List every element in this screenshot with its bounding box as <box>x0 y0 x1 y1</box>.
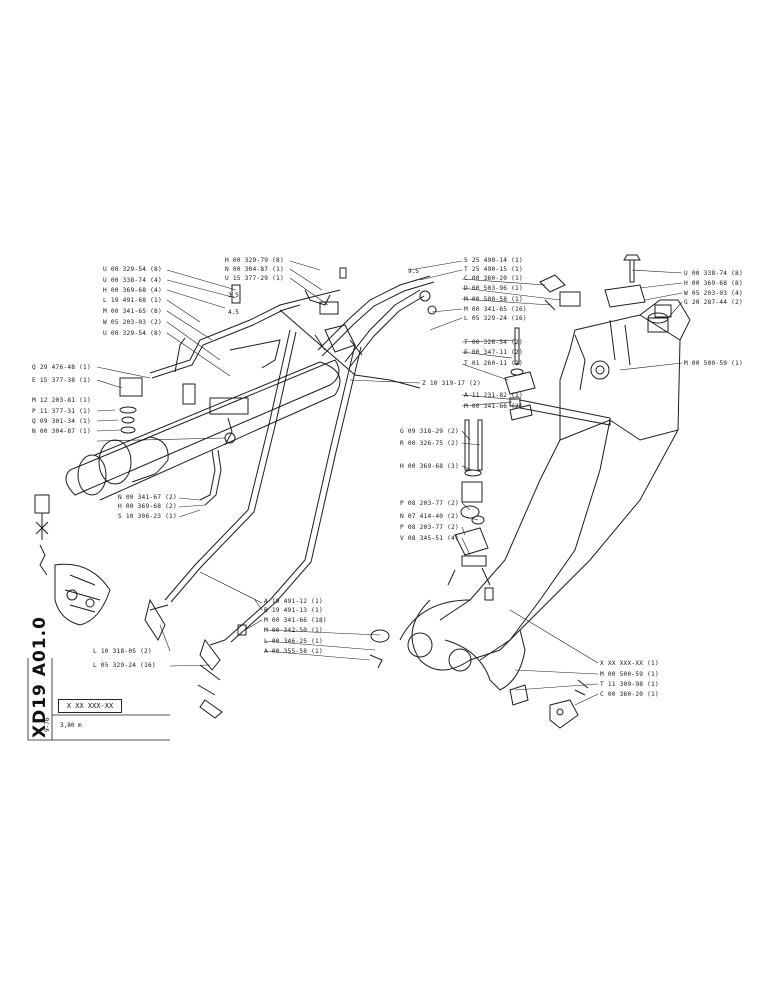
part-label: L 05 329-24 (16) <box>464 315 527 322</box>
part-label: V 08 345-51 (4) <box>400 535 459 542</box>
part-label: L 05 329-24 (16) <box>93 662 156 669</box>
pin-and-bushing-stack <box>369 254 669 729</box>
part-label: S 25 490-14 (1) <box>464 257 523 264</box>
part-label: X XX XXX-XX (1) <box>600 660 659 667</box>
leader-lines <box>96 260 683 706</box>
part-label: M 00 500-59 (1) <box>684 360 743 367</box>
part-label: E 00 347-11 (2) <box>464 349 523 356</box>
part-label: T 00 326-54 (2) <box>464 339 523 346</box>
title-frame <box>27 658 170 741</box>
part-label: M 00 341-65 (8) <box>103 308 162 315</box>
part-label: H 00 329-79 (8) <box>225 257 284 264</box>
part-label: A 19 491-12 (1) <box>264 598 323 605</box>
part-label: C 00 360-20 (1) <box>464 275 523 282</box>
part-label: R 00 326-75 (2) <box>400 440 459 447</box>
sheet-caption: 3,80 m <box>60 722 82 729</box>
part-number-box: X XX XXX-XX <box>58 699 122 713</box>
part-label: N 07 414-40 (2) <box>400 513 459 520</box>
part-label: U 00 338-74 (4) <box>103 277 162 284</box>
part-label: U 00 338-74 (8) <box>684 270 743 277</box>
detail-mark: 3.5 <box>228 292 239 299</box>
pump-assembly <box>34 494 111 626</box>
part-label: T 01 260-11 (2) <box>464 360 523 367</box>
dipper-arm <box>399 299 691 691</box>
part-label: Z 10 319-17 (2) <box>422 380 481 387</box>
part-label: N 00 304-87 (1) <box>225 266 284 273</box>
part-label: G 09 318-29 (2) <box>400 428 459 435</box>
clamp-fittings <box>119 267 437 446</box>
part-label: T 25 490-15 (1) <box>464 266 523 273</box>
part-label: A 11 231-82 (1) <box>464 392 523 399</box>
part-label: M 00 500-58 (1) <box>464 296 523 303</box>
part-label: P 11 377-31 (1) <box>32 408 91 415</box>
part-label: E 15 377-38 (1) <box>32 377 91 384</box>
part-label: N 00 304-87 (1) <box>32 428 91 435</box>
part-label: U 15 377-29 (1) <box>225 275 284 282</box>
part-label: Q 09 301-34 (1) <box>32 418 91 425</box>
part-label: W 05 203-03 (2) <box>103 319 162 326</box>
hose-lines <box>149 275 435 389</box>
part-label: M 00 500-59 (1) <box>600 671 659 678</box>
part-label: C 00 360-20 (1) <box>600 691 659 698</box>
part-label: P 08 203-77 (2) <box>400 524 459 531</box>
part-label: H 00 369-68 (4) <box>103 287 162 294</box>
detail-mark: 9.5 <box>408 268 419 275</box>
part-label: H 00 369-68 (2) <box>118 503 177 510</box>
part-label: P 08 203-77 (2) <box>400 500 459 507</box>
part-label: D 00 503-96 (1) <box>464 285 523 292</box>
part-label: N 00 341-67 (2) <box>118 494 177 501</box>
part-label: S 10 306-23 (1) <box>118 513 177 520</box>
part-label: H 00 369-68 (3) <box>400 463 459 470</box>
part-label: M 00 341-65 (16) <box>464 306 527 313</box>
part-label: M 00 341-66 (18) <box>264 617 327 624</box>
part-label: L 10 318-05 (2) <box>93 648 152 655</box>
part-label: M 00 341-66 (2) <box>464 403 523 410</box>
sheet-date: 9-76 <box>44 717 51 732</box>
part-label: A 00 355-58 (1) <box>264 648 323 655</box>
part-label: T 11 309-98 (1) <box>600 681 659 688</box>
part-label: G 20 287-44 (2) <box>684 299 743 306</box>
part-label: L 00 346-25 (1) <box>264 638 323 645</box>
part-label: B 19 491-13 (1) <box>264 607 323 614</box>
part-label: U 00 329-54 (8) <box>103 266 162 273</box>
part-label: U 00 329-54 (8) <box>103 330 162 337</box>
part-label: W 05 203-03 (4) <box>684 290 743 297</box>
part-label: M 12 203-81 (1) <box>32 397 91 404</box>
part-label: M 00 342-50 (1) <box>264 627 323 634</box>
detail-mark: 4.5 <box>228 309 239 316</box>
part-label: Q 29 476-48 (1) <box>32 364 91 371</box>
part-label: L 19 491-68 (1) <box>103 297 162 304</box>
part-label: H 00 369-68 (8) <box>684 280 743 287</box>
boom-cylinder <box>65 359 341 501</box>
long-hose-routing <box>144 329 362 719</box>
